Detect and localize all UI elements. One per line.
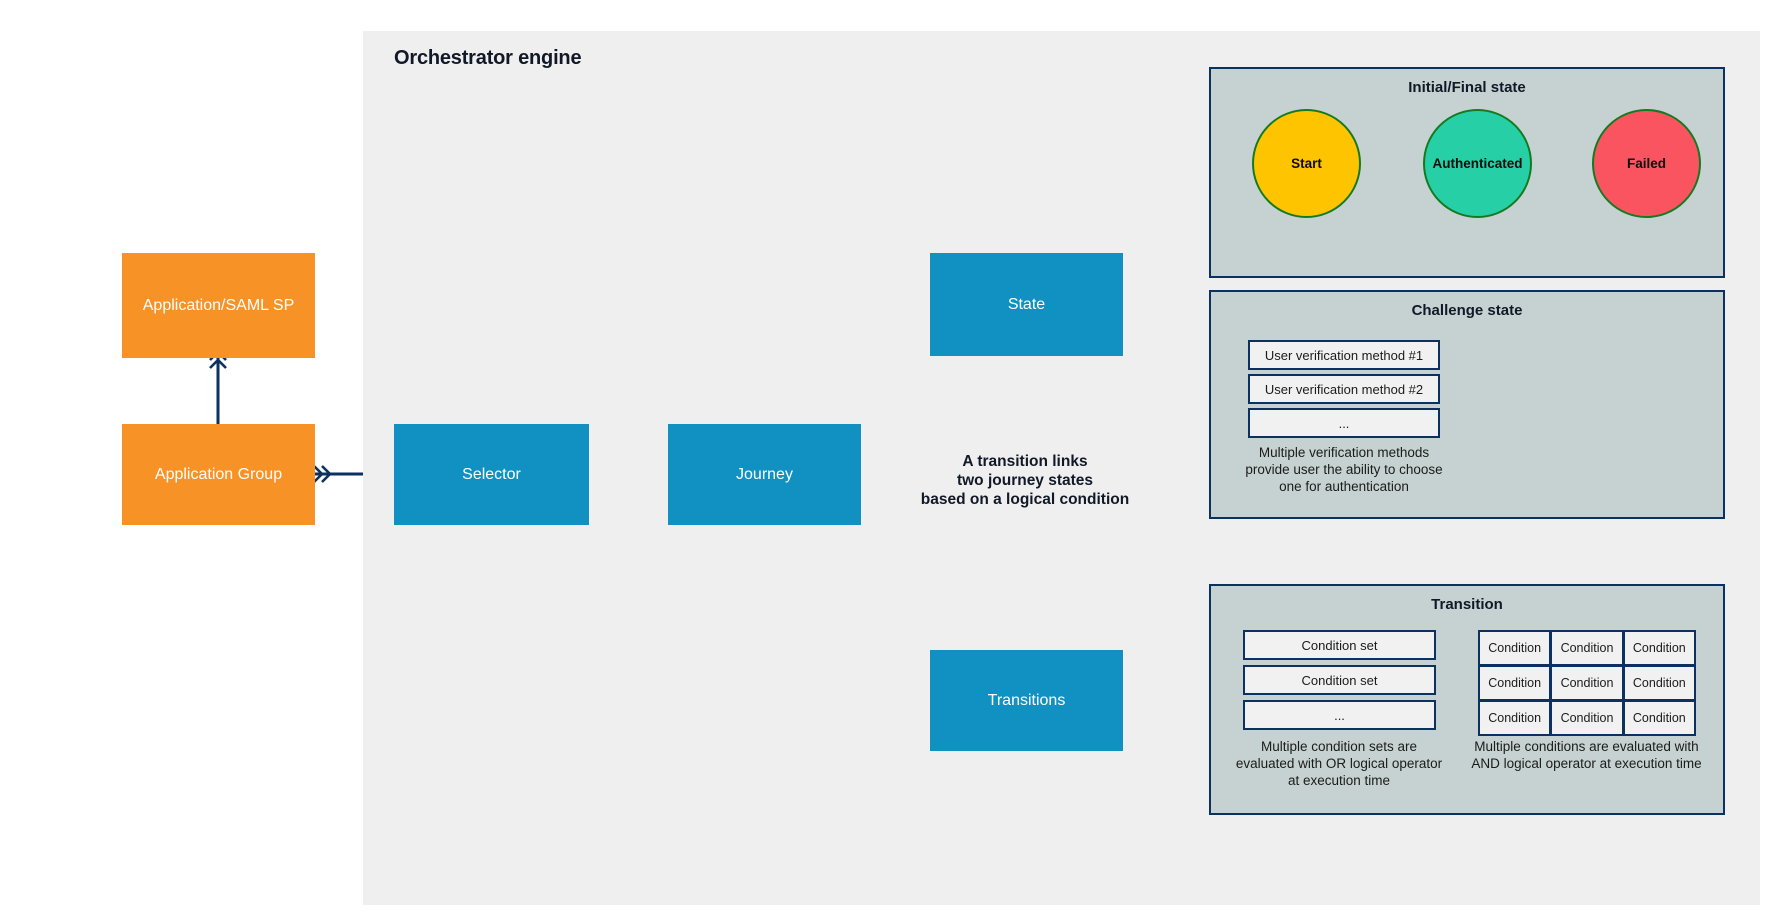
node-label: State xyxy=(1007,295,1046,313)
chip-label: Condition xyxy=(1488,711,1542,725)
node-selector[interactable]: Selector xyxy=(394,424,589,525)
page-title: Orchestrator engine xyxy=(394,47,582,69)
node-transitions[interactable]: Transitions xyxy=(930,650,1123,751)
panel-title: Transition xyxy=(1431,596,1503,613)
state-circle-failed[interactable]: Failed xyxy=(1592,109,1701,218)
transition-caption-right: Multiple conditions are evaluated with A… xyxy=(1471,739,1702,771)
node-label: Transitions xyxy=(987,691,1066,709)
condition-grid: Condition Condition Condition Condition … xyxy=(1478,630,1696,736)
state-circle-label: Authenticated xyxy=(1432,156,1523,171)
chip-label: Condition xyxy=(1560,711,1614,725)
connector-app-to-group xyxy=(209,350,227,425)
panel-initial-final-state: Initial/Final state Start Authenticated … xyxy=(1209,67,1725,278)
panel-challenge-state: Challenge state User verification method… xyxy=(1209,290,1725,519)
condition-cell[interactable]: Condition xyxy=(1478,665,1552,701)
transition-caption-left: Multiple condition sets are evaluated wi… xyxy=(1235,739,1443,788)
panel-title: Initial/Final state xyxy=(1408,79,1526,96)
chip-label: Condition set xyxy=(1301,637,1378,653)
condition-cell[interactable]: Condition xyxy=(1622,700,1696,736)
node-application-saml-sp[interactable]: Application/SAML SP xyxy=(122,253,315,358)
chip-label: ... xyxy=(1334,707,1345,723)
condition-set-more[interactable]: ... xyxy=(1243,700,1436,730)
condition-cell[interactable]: Condition xyxy=(1550,665,1624,701)
node-label: Journey xyxy=(736,465,793,483)
chip-label: Condition xyxy=(1488,676,1542,690)
condition-set-1[interactable]: Condition set xyxy=(1243,630,1436,660)
chip-label: User verification method #1 xyxy=(1264,347,1424,363)
transition-annotation: A transition links two journey states ba… xyxy=(920,453,1130,508)
chip-label: ... xyxy=(1338,415,1350,431)
verification-method-more[interactable]: ... xyxy=(1248,408,1440,438)
condition-cell[interactable]: Condition xyxy=(1478,630,1552,666)
node-label: Application/SAML SP xyxy=(142,296,295,314)
node-journey[interactable]: Journey xyxy=(668,424,861,525)
state-circle-start[interactable]: Start xyxy=(1252,109,1361,218)
node-label: Application Group xyxy=(154,465,283,483)
node-label: Selector xyxy=(462,465,521,483)
state-circle-authenticated[interactable]: Authenticated xyxy=(1423,109,1532,218)
condition-cell[interactable]: Condition xyxy=(1478,700,1552,736)
chip-label: Condition xyxy=(1560,641,1614,655)
state-circle-label: Failed xyxy=(1626,156,1666,171)
chip-label: Condition xyxy=(1632,711,1686,725)
verification-method-2[interactable]: User verification method #2 xyxy=(1248,374,1440,404)
chip-label: Condition xyxy=(1488,641,1542,655)
verification-method-1[interactable]: User verification method #1 xyxy=(1248,340,1440,370)
chip-label: User verification method #2 xyxy=(1264,381,1424,397)
condition-cell[interactable]: Condition xyxy=(1622,630,1696,666)
condition-cell[interactable]: Condition xyxy=(1622,665,1696,701)
chip-label: Condition xyxy=(1632,641,1686,655)
panel-title: Challenge state xyxy=(1411,302,1523,319)
chip-label: Condition set xyxy=(1301,672,1378,688)
condition-cell[interactable]: Condition xyxy=(1550,700,1624,736)
condition-cell[interactable]: Condition xyxy=(1550,630,1624,666)
node-application-group[interactable]: Application Group xyxy=(122,424,315,525)
challenge-state-caption: Multiple verification methods provide us… xyxy=(1245,445,1443,494)
node-state[interactable]: State xyxy=(930,253,1123,356)
chip-label: Condition xyxy=(1632,676,1686,690)
state-circle-label: Start xyxy=(1291,156,1322,171)
chip-label: Condition xyxy=(1560,676,1614,690)
condition-set-2[interactable]: Condition set xyxy=(1243,665,1436,695)
panel-transition: Transition Condition set Condition set .… xyxy=(1209,584,1725,815)
